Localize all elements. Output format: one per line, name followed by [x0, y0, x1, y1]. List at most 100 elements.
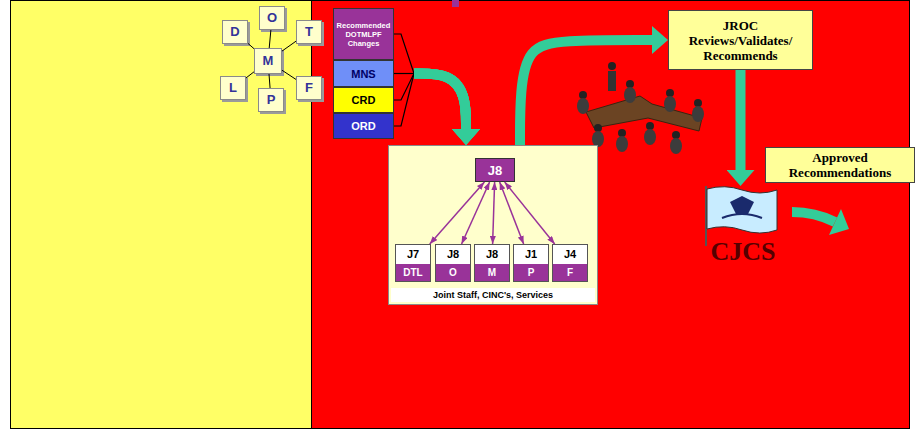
- flow-arrow: [414, 74, 466, 130]
- connector: [282, 41, 296, 51]
- connector-line: [246, 72, 254, 78]
- connector-line: [269, 74, 270, 88]
- flow-arrow: [736, 70, 746, 170]
- node-label: J8: [475, 245, 509, 264]
- connector-line: [282, 41, 296, 51]
- connector: [269, 74, 270, 88]
- node-label: J7: [396, 245, 430, 264]
- connector-line: [500, 182, 524, 244]
- figure-body: [624, 87, 636, 103]
- document-box: CRD: [333, 87, 394, 113]
- connector: [394, 74, 466, 130]
- flow-arrow: [414, 74, 466, 130]
- node-label: L: [229, 80, 237, 96]
- node-label: ORD: [351, 120, 375, 132]
- dotmlpf-piece: P: [258, 88, 284, 112]
- flag: [706, 186, 777, 246]
- connector: [282, 70, 296, 79]
- connector-line: [269, 30, 271, 48]
- flag-emblem: [722, 214, 762, 218]
- node-label: O: [436, 264, 470, 281]
- exit-arrow: [792, 209, 849, 235]
- node-label: T: [305, 24, 313, 40]
- connector-line: [282, 70, 296, 79]
- result-box: Approved Recommendations: [765, 147, 915, 183]
- directorate-box: J1P: [513, 244, 549, 282]
- node-label: Recommended DOTMLPF Changes: [336, 21, 391, 48]
- figure-head: [694, 99, 702, 107]
- figure-body: [644, 129, 656, 145]
- bracket-line: [394, 74, 414, 101]
- connector: [740, 70, 741, 170]
- connector: [430, 182, 485, 244]
- change-box: Recommended DOTMLPF Changes: [333, 8, 394, 60]
- node-label: MNS: [351, 68, 375, 80]
- exit-arrow-head: [829, 209, 849, 235]
- table-top: [586, 96, 702, 131]
- node-label: DTL: [396, 264, 430, 281]
- dotmlpf-piece: L: [220, 76, 246, 100]
- connector-line: [505, 182, 555, 244]
- bracket-line: [394, 73, 414, 74]
- node-label: O: [267, 10, 277, 26]
- figure-head: [646, 122, 654, 130]
- node-label: J8: [488, 163, 502, 178]
- dotmlpf-piece: T: [296, 20, 322, 44]
- flow-arrow: [520, 40, 652, 145]
- node-label: CJCS: [710, 238, 775, 266]
- node-label: J4: [553, 245, 587, 264]
- connector: [394, 34, 466, 129]
- connector: [394, 74, 466, 130]
- seated-figures: [577, 80, 704, 154]
- group-caption: Joint Staff, CINC's, Services: [391, 288, 595, 302]
- connector: [505, 182, 555, 244]
- flag-cloth: [707, 187, 777, 233]
- staff-group-box: Joint Staff, CINC's, ServicesJ8J7DTLJ8OJ…: [388, 145, 598, 305]
- node-label: F: [305, 80, 313, 96]
- bracket-line: [394, 34, 414, 74]
- figure-head: [608, 62, 616, 70]
- node-label: D: [230, 24, 239, 40]
- directorate-box: J7DTL: [395, 244, 431, 282]
- node-label: P: [514, 264, 548, 281]
- document-box: ORD: [333, 113, 394, 139]
- figure-body: [692, 106, 704, 122]
- figure-body: [608, 71, 616, 91]
- connector-line: [462, 182, 490, 244]
- document-box: MNS: [333, 60, 394, 87]
- flag-pole: [705, 186, 707, 246]
- node-label: M: [475, 264, 509, 281]
- figure-body: [577, 98, 589, 114]
- dotmlpf-piece: F: [296, 76, 322, 100]
- directorate-box: J8M: [474, 244, 510, 282]
- flow-arrow: [414, 74, 466, 130]
- connector: [269, 30, 271, 48]
- flag-emblem: [730, 196, 754, 214]
- connector-line: [248, 43, 254, 48]
- dotmlpf-piece: D: [222, 20, 248, 44]
- directorate-box: J8: [475, 158, 515, 182]
- connector: [462, 182, 490, 244]
- council-box: JROC Reviews/Validates/ Recommends: [668, 10, 813, 70]
- figure-body: [664, 96, 676, 112]
- red-panel: [312, 1, 910, 429]
- figure-head: [594, 124, 602, 132]
- flow-arrow: [414, 74, 466, 130]
- node-label: J8: [436, 245, 470, 264]
- figure-head: [579, 91, 587, 99]
- connector: [394, 74, 466, 130]
- figure-head: [618, 129, 626, 137]
- exit-arrow-shaft: [792, 212, 835, 222]
- flag-node: CJCS: [688, 186, 798, 266]
- connector-line: [493, 182, 495, 244]
- cut-off-mark: [452, 0, 459, 7]
- figure-head: [666, 89, 674, 97]
- dotmlpf-piece: O: [259, 6, 285, 30]
- node-label: CRD: [352, 94, 376, 106]
- node-label: J1: [514, 245, 548, 264]
- figure-head: [626, 80, 634, 88]
- connector: [493, 182, 495, 244]
- node-label: F: [553, 264, 587, 281]
- node-label: P: [267, 92, 276, 108]
